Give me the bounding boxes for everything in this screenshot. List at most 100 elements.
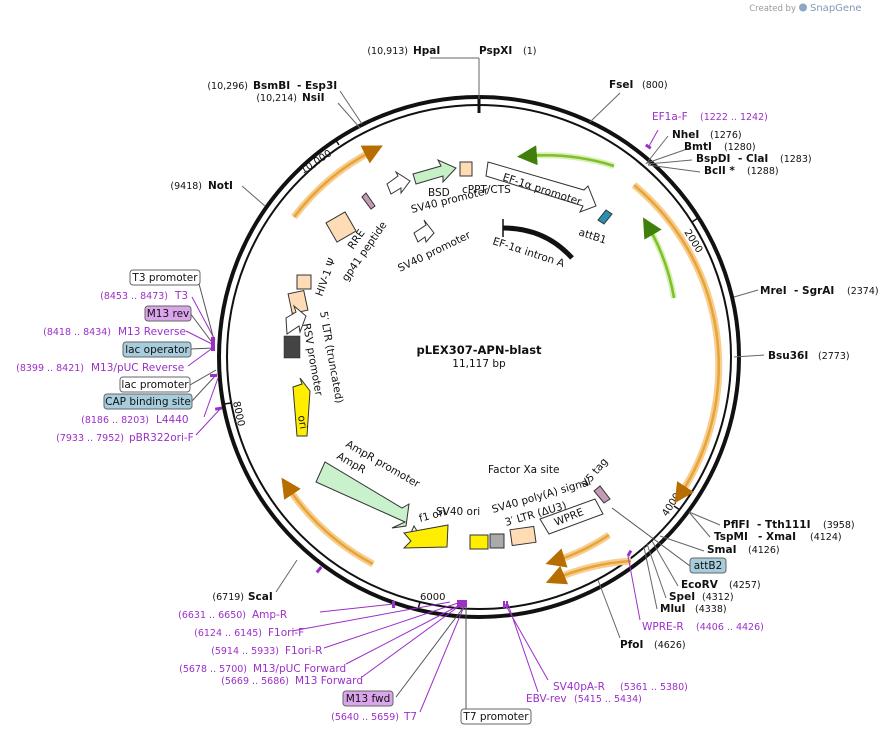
orf-arc-4 [645,224,677,299]
site-ecorv[interactable]: EcoRV [681,579,719,591]
site-pflfi-pos: (3958) [823,520,855,531]
box-m13-fwd-label: M13 fwd [346,693,391,705]
site-scai[interactable]: ScaI [248,591,273,603]
primer-t3-pos: (8453 .. 8473) [100,291,168,302]
site-pflfi[interactable]: PflFI [723,519,750,531]
primer-wpre-r[interactable]: WPRE-R [642,621,684,633]
boxed-labels: T3 promoter M13 rev lac operator lac pro… [103,269,727,725]
primer-t7-pos: (5640 .. 5659) [331,712,399,723]
site-pspxi-pos: (1) [523,46,536,57]
box-leaders [189,279,691,710]
cppt-box [459,161,473,177]
site-nhei[interactable]: NheI [672,129,699,141]
site-mrei[interactable]: MreI [760,285,787,297]
primer-f1ori-f[interactable]: F1ori-F [268,627,304,639]
primer-f1ori-r[interactable]: F1ori-R [285,645,322,657]
site-mrei-pos: (2374) [847,286,879,297]
rsv-promoter-arrow [285,304,307,335]
primer-m13-reverse[interactable]: M13 Reverse [118,326,186,338]
primer-ef1a-f[interactable]: EF1a-F [652,111,688,123]
site-clai[interactable]: - ClaI [738,153,768,165]
site-tth111i[interactable]: - Tth111I [757,519,811,531]
site-noti-pos: (9418) [170,181,202,192]
primer-m13puc-forward-pos: (5678 .. 5700) [179,664,247,675]
site-bmti-pos: (1280) [724,142,756,153]
box-m13-fwd[interactable] [342,690,394,707]
box-m13-rev[interactable] [144,305,192,322]
site-hpai[interactable]: HpaI [413,45,440,57]
site-bspdi[interactable]: BspDI [696,153,730,165]
site-noti[interactable]: NotI [208,180,233,192]
primer-amp-r[interactable]: Amp-R [252,609,287,621]
attb1-marker [597,209,613,225]
box-t3-promoter[interactable] [129,269,201,286]
site-spei[interactable]: SpeI [669,591,695,603]
primer-m13-reverse-pos: (8418 .. 8434) [43,327,111,338]
primer-leaders [185,129,659,713]
site-bcli[interactable]: BclI * [704,165,735,177]
primer-sv40pa-r-pos: (5361 .. 5380) [620,682,688,693]
primer-pbr322-pos: (7933 .. 7952) [56,433,124,444]
site-nhei-pos: (1276) [710,130,742,141]
box-lac-operator[interactable] [122,341,192,358]
box-lac-promoter[interactable] [119,376,191,393]
sv40-polya-box [489,533,505,549]
site-bsu36i[interactable]: Bsu36I [768,350,808,362]
restriction-sites: (10,913) HpaI PspXI (1) FseI (800) (10,2… [170,45,878,651]
primer-wpre-r-pos: (4406 .. 4426) [696,622,764,633]
site-smai[interactable]: SmaI [707,544,737,556]
gp41-marker [361,192,376,210]
primer-m13-forward[interactable]: M13 Forward [295,675,363,687]
feature-cppt: cPPT/CTS [462,184,511,196]
box-t3-promoter-label: T3 promoter [131,272,198,284]
brand-prefix: Created by [749,4,796,14]
primer-l4440[interactable]: L4440 [156,414,189,426]
brand-name: SnapGene [810,3,862,14]
primer-m13puc-reverse[interactable]: M13/pUC Reverse [91,362,184,374]
feature-sv40-promoter-2: SV40 promoter [396,229,473,275]
box-lac-operator-label: lac operator [125,344,189,356]
hiv-box [296,274,312,290]
site-bcli-pos: (1288) [747,166,779,177]
lac-cluster-marker [283,335,301,359]
primer-f1ori-r-pos: (5914 .. 5933) [211,646,279,657]
box-attb2[interactable] [689,557,727,574]
primer-t7[interactable]: T7 [403,711,417,723]
primer-sv40pa-r[interactable]: SV40pA-R [553,681,605,693]
site-pfoi-pos: (4626) [654,640,686,651]
primer-pbr322[interactable]: pBR322ori-F [129,432,194,444]
box-t7-promoter-label: T7 promoter [462,711,529,723]
tick-label-6000: 6000 [420,592,445,603]
site-pfoi[interactable]: PfoI [620,639,643,651]
site-fsei[interactable]: FseI [609,79,633,91]
primer-t3[interactable]: T3 [174,290,188,302]
site-tspmi[interactable]: TspMI [714,531,748,543]
site-xmai[interactable]: - XmaI [758,531,796,543]
primer-ebv-rev[interactable]: EBV-rev [526,693,567,705]
feature-v5: V5 tag [579,456,610,490]
site-pspxi[interactable]: PspXI [479,45,512,57]
snapgene-logo-icon [799,3,807,12]
primer-m13puc-forward[interactable]: M13/pUC Forward [253,663,346,675]
site-ecorv-pos: (4257) [729,580,761,591]
primer-l4440-pos: (8186 .. 8203) [81,415,149,426]
primer-markers [209,143,652,608]
feature-bsd: BSD [428,187,450,199]
box-t7-promoter[interactable] [460,708,532,725]
v5-marker [593,485,611,504]
site-mlui[interactable]: MluI [660,603,685,615]
backbone-inner-ring [226,104,732,610]
site-sgrai[interactable]: - SgrAI [794,285,834,297]
site-nsii[interactable]: NsiI [302,92,325,104]
rre-box [325,211,357,243]
sv40-ori-box [469,534,489,550]
ori-arrow [292,377,311,437]
primer-labels: EF1a-F (1222 .. 1242) WPRE-R (4406 .. 44… [16,111,768,723]
site-bmti[interactable]: BmtI [684,141,712,153]
tick-label-8000: 8000 [230,400,246,427]
site-esp3i[interactable]: - Esp3I [297,80,337,92]
site-bsmbi[interactable]: BsmBI [253,80,290,92]
site-bsmbi-pos: (10,296) [207,81,248,92]
box-cap-binding-site[interactable] [103,393,193,410]
